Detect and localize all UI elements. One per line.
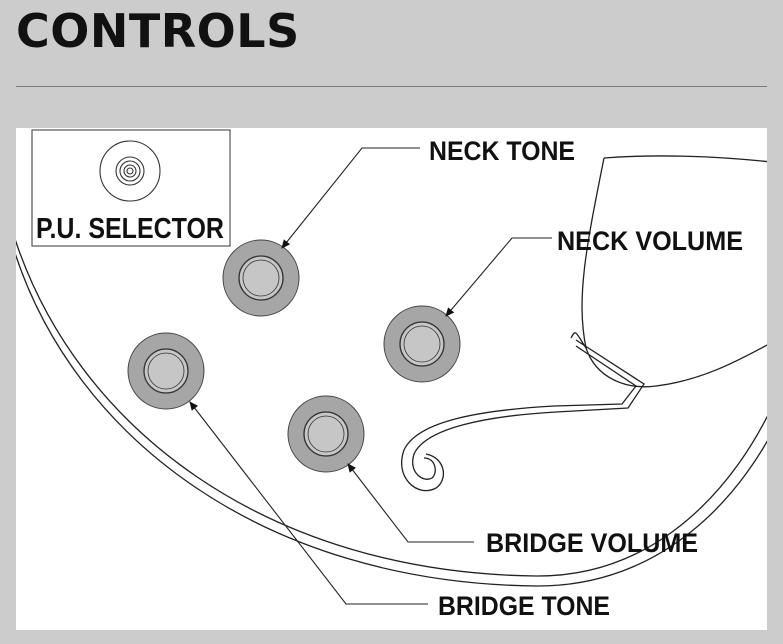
bridge-tone-label: BRIDGE TONE (438, 591, 610, 621)
bridge-tone-knob (127, 332, 205, 410)
bridge-volume-label: BRIDGE VOLUME (486, 528, 698, 558)
f-hole (401, 339, 645, 492)
pu-selector-switch-icon (99, 140, 161, 202)
guitar-body-outline (16, 239, 767, 587)
neck-volume-leader (445, 237, 552, 317)
bridge-volume-knob (287, 395, 365, 473)
controls-diagram-svg: P.U. SELECTOR NECK TONE NECK VOLUME BRID… (16, 129, 767, 621)
neck-tone-label: NECK TONE (429, 136, 575, 166)
neck-tone-knob (222, 239, 300, 317)
bridge-volume-leader (347, 463, 474, 543)
page-title: CONTROLS (16, 4, 300, 58)
bridge-tone-leader (189, 401, 428, 605)
title-divider (16, 86, 767, 87)
neck-volume-label: NECK VOLUME (557, 226, 743, 256)
pu-selector-box (31, 129, 231, 247)
controls-diagram: P.U. SELECTOR NECK TONE NECK VOLUME BRID… (16, 128, 767, 630)
neck-tone-leader (281, 147, 420, 249)
pu-selector-label: P.U. SELECTOR (36, 213, 224, 245)
neck-volume-knob (383, 305, 461, 383)
neck-heel (570, 155, 767, 388)
